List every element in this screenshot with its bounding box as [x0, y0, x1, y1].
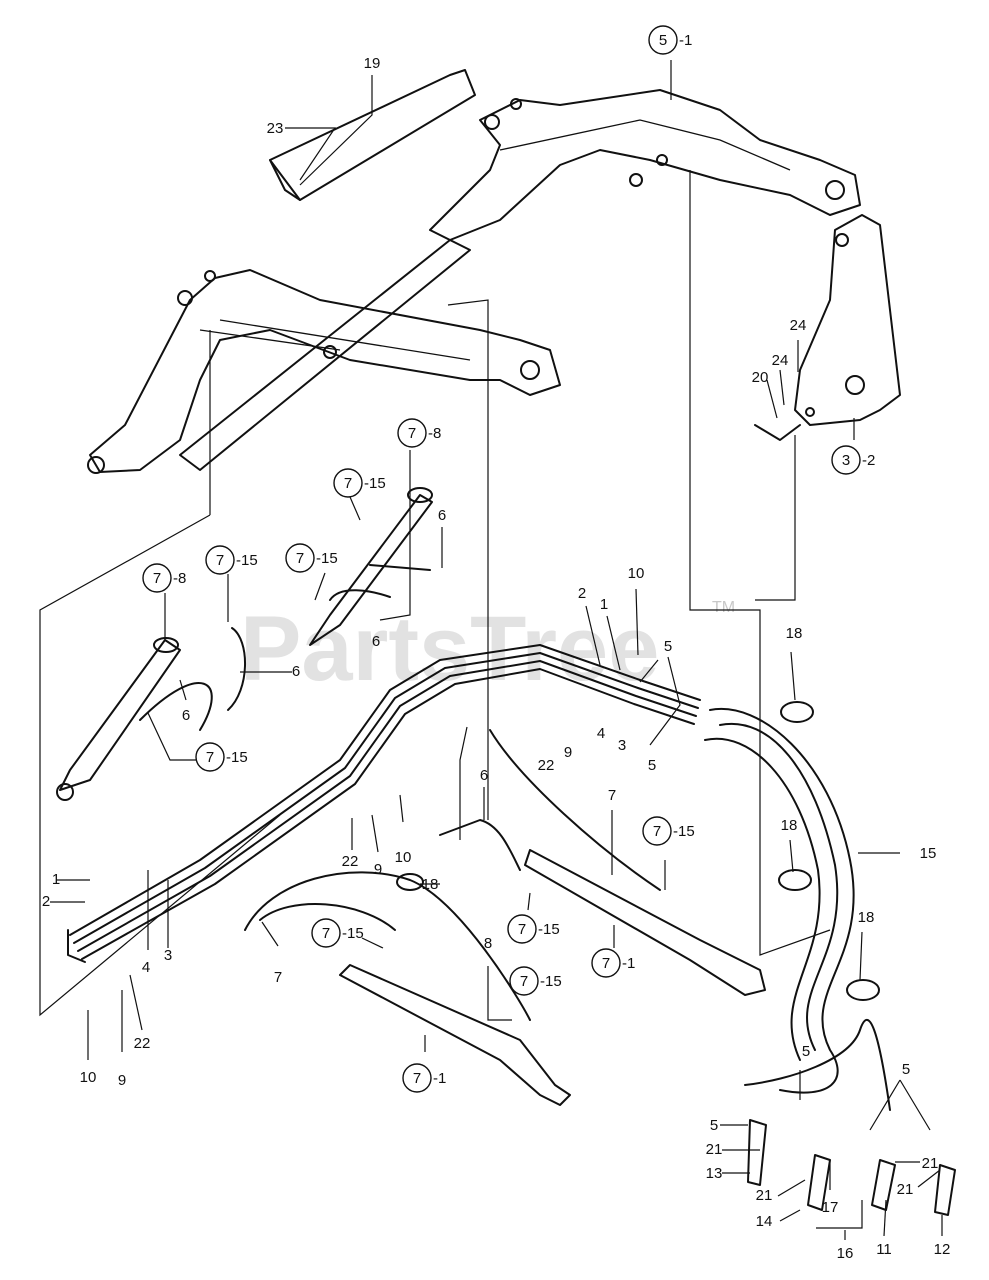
callout-circle [195, 742, 225, 772]
callout-number: 7 [408, 425, 416, 442]
callout-number: 7 [296, 550, 304, 567]
callout-circle [402, 1063, 432, 1093]
callout-number: 7 [206, 749, 214, 766]
callout-label: 5 [902, 1061, 910, 1078]
callout-suffix: -1 [679, 32, 692, 49]
hydraulic-lines-drawing [56, 487, 956, 1216]
callout-suffix: -1 [433, 1070, 446, 1087]
callout-label: 11 [876, 1241, 892, 1258]
callout-number: 7 [602, 955, 610, 972]
callout-number: 7 [344, 475, 352, 492]
callout-label: 10 [395, 849, 412, 866]
callout-label: 20 [752, 369, 769, 386]
callout-label: 3 [164, 947, 172, 964]
callout-number: 7 [520, 973, 528, 990]
callout-label: 24 [772, 352, 789, 369]
callout-suffix: -15 [364, 475, 386, 492]
callout-label: 1 [600, 596, 608, 613]
callout-circle [205, 545, 235, 575]
callout-label: 9 [374, 861, 382, 878]
watermark-text: PartsTree [240, 598, 659, 700]
callout-label: 5 [664, 638, 672, 655]
callout-label: 22 [538, 757, 555, 774]
callout-number: 7 [322, 925, 330, 942]
callout-label: 4 [597, 725, 605, 742]
callout-circle [591, 948, 621, 978]
callout-label: 9 [118, 1072, 126, 1089]
callout-label: 5 [710, 1117, 718, 1134]
callout-label: 12 [934, 1241, 951, 1258]
callout-suffix: -15 [540, 973, 562, 990]
callout-label: 7 [274, 969, 282, 986]
callout-number: 7 [153, 570, 161, 587]
callout-label: 4 [142, 959, 150, 976]
callout-label: 6 [372, 633, 380, 650]
callout-number: 7 [413, 1070, 421, 1087]
callout-number: 7 [518, 921, 526, 938]
callout-circle [285, 543, 315, 573]
callout-circle [642, 816, 672, 846]
callout-label: 13 [706, 1165, 723, 1182]
callout-label: 21 [897, 1181, 914, 1198]
callout-suffix: -15 [538, 921, 560, 938]
callout-suffix: -8 [173, 570, 186, 587]
callout-circle [397, 418, 427, 448]
callout-label: 17 [822, 1199, 839, 1216]
callout-label: 9 [564, 744, 572, 761]
callout-label: 24 [790, 317, 807, 334]
callout-number: 7 [653, 823, 661, 840]
callout-label: 5 [648, 757, 656, 774]
callout-suffix: -15 [673, 823, 695, 840]
callout-number: 7 [216, 552, 224, 569]
callout-suffix: -1 [622, 955, 635, 972]
callout-label: 21 [922, 1155, 939, 1172]
callout-label: 21 [706, 1141, 723, 1158]
callout-label: 15 [920, 845, 937, 862]
callout-suffix: -15 [226, 749, 248, 766]
callout-suffix: -15 [342, 925, 364, 942]
callout-suffix: -15 [236, 552, 258, 569]
callout-circle [311, 918, 341, 948]
callout-label: 10 [628, 565, 645, 582]
callout-label: 6 [438, 507, 446, 524]
callout-circle [142, 563, 172, 593]
callout-suffix: -2 [862, 452, 875, 469]
callout-circle [507, 914, 537, 944]
callout-label: 18 [786, 625, 803, 642]
callout-label: 22 [134, 1035, 151, 1052]
callout-label: 8 [484, 935, 492, 952]
callout-label: 7 [608, 787, 616, 804]
callout-label: 3 [618, 737, 626, 754]
callout-label: 1 [52, 871, 60, 888]
leader-lines [39, 60, 943, 1240]
callout-label: 16 [837, 1245, 854, 1262]
callout-circle [333, 468, 363, 498]
callout-circle [648, 25, 678, 55]
watermark-tm: TM [712, 599, 735, 616]
callout-label: 18 [422, 876, 439, 893]
callout-label: 10 [80, 1069, 97, 1086]
callout-label: 23 [267, 120, 284, 137]
callout-suffix: -15 [316, 550, 338, 567]
callout-number: 3 [842, 452, 850, 469]
callout-labels: 5-119232424203-27-87-1567-1567-87-15667-… [42, 25, 951, 1262]
callout-label: 6 [292, 663, 300, 680]
callout-label: 2 [42, 893, 50, 910]
callout-number: 5 [659, 32, 667, 49]
callout-label: 19 [364, 55, 381, 72]
callout-circle [831, 445, 861, 475]
callout-label: 14 [756, 1213, 773, 1230]
callout-label: 5 [802, 1043, 810, 1060]
callout-label: 22 [342, 853, 359, 870]
callout-label: 6 [182, 707, 190, 724]
loader-frame-drawing [87, 69, 901, 474]
callout-label: 6 [480, 767, 488, 784]
callout-label: 21 [756, 1187, 773, 1204]
callout-suffix: -8 [428, 425, 441, 442]
callout-circle [509, 966, 539, 996]
callout-label: 2 [578, 585, 586, 602]
callout-label: 18 [858, 909, 875, 926]
callout-label: 18 [781, 817, 798, 834]
